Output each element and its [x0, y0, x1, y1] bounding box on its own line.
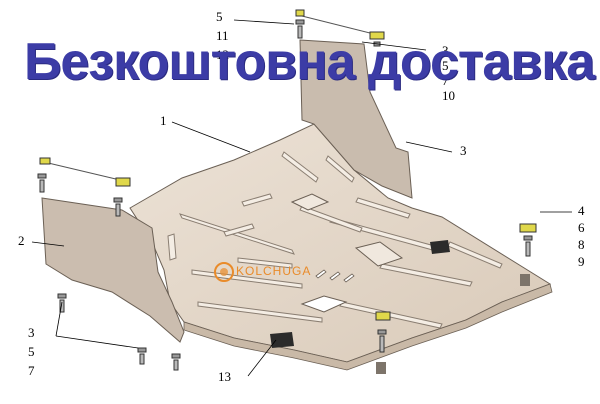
free-delivery-banner: Безкоштовна доставка [24, 33, 595, 91]
callout-bottom-left: 3 5 7 [28, 325, 35, 378]
left-guard [41, 197, 185, 343]
callout-left-guard: 2 [18, 233, 25, 248]
plate-cutout-3 [290, 193, 330, 211]
callout-main-plate: 1 [160, 113, 167, 128]
plate-cutout-2 [354, 241, 404, 267]
fasteners [37, 9, 537, 371]
rubber-mounts [270, 240, 530, 374]
right-guard [299, 39, 413, 199]
plate-cutout [300, 295, 348, 313]
callout-top-left: 5 11 12 [216, 9, 229, 62]
callout-right-guard: 3 [460, 143, 467, 158]
callout-top-right: 3 5 7 10 [442, 43, 455, 103]
logo-icon [214, 262, 234, 282]
plate-ribs [167, 151, 503, 329]
callout-right-side: 4 6 8 9 [578, 203, 585, 269]
small-slots [315, 269, 355, 283]
callout-bottom: 13 [218, 369, 231, 384]
plate-edge [183, 283, 553, 371]
leader-lines [31, 19, 572, 377]
kolchuga-logo-text: KOLCHUGA [236, 264, 312, 278]
